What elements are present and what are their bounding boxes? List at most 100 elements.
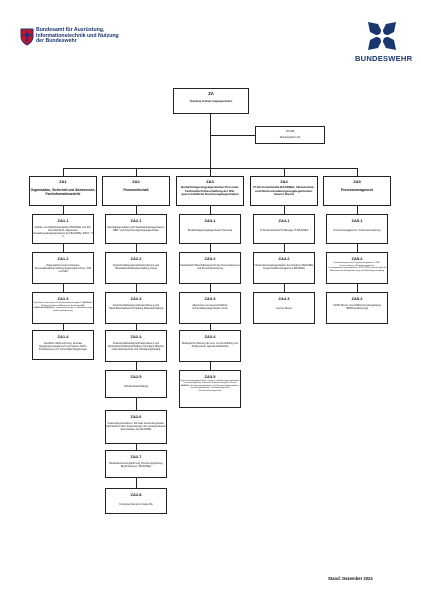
agency-logo: [20, 28, 46, 48]
division-code: ZA2: [132, 179, 140, 184]
unit-box-za3-5: ZA3.5 Datenschutzangelegenheiten, Urhebe…: [179, 370, 241, 408]
unit-text: Prozessmanagement / Prozessumsetzung: [333, 229, 381, 232]
unit-box-za3-2: ZA3.2 Fachaufsicht Beschaffungsrecht des…: [179, 252, 241, 284]
unit-box-za1-2: ZA1.2 Organisationsuntersuchungen, Perso…: [32, 252, 94, 284]
iron-cross-icon: [368, 22, 396, 50]
unit-text: Haushaltsgrundsatz und Haushaltsangelege…: [107, 226, 165, 233]
unit-code: ZA2.3: [130, 296, 142, 301]
unit-text: Haushaltsrechnungsführung, Rechnungsprüf…: [108, 462, 164, 469]
column-spine-za4: [284, 206, 285, 294]
unit-text: Fachaufsicht Beschaffungsrecht des Perso…: [180, 264, 240, 271]
unit-text: Vorhabenbuchhaltung: [123, 385, 149, 388]
unit-text: Sicherheit, Informations-Sicherheitsbeau…: [33, 302, 93, 313]
unit-box-za2-1: ZA2.1 Haushaltsgrundsatz und Haushaltsan…: [105, 214, 167, 244]
staff-code: ZA AB: [285, 129, 295, 133]
unit-box-za5-2: ZA5.2 Kompetenzzentrum Projektmanagement…: [326, 252, 388, 284]
division-title: Finanzwirtschaft: [123, 188, 149, 192]
division-box-za1: ZA1 Organisation, Sicherheit und Abwesen…: [29, 176, 97, 206]
division-box-za3: ZA3 Bedarfsträgerangelegenheiten Persona…: [176, 176, 244, 206]
unit-code: ZA1.3: [57, 296, 69, 301]
unit-box-za5-1: ZA5.1 Prozessmanagement / Prozessumsetzu…: [326, 214, 388, 244]
connector-staff-horizontal: [210, 135, 255, 136]
unit-code: ZA3.4: [204, 334, 216, 339]
staff-box-za-ab: ZA AB Abteilungsbüro ZA: [255, 126, 325, 144]
unit-box-za2-5: ZA2.5 Vorhabenbuchhaltung: [105, 370, 167, 398]
unit-box-za3-1: ZA3.1 Bedarfsträgerangelegenheiten Perso…: [179, 214, 241, 244]
unit-box-za1-3: ZA1.3 Sicherheit, Informations-Sicherhei…: [32, 292, 94, 324]
unit-text: Allgemeine und querschnittliche Personal…: [192, 304, 228, 311]
unit-text: Innerer Dienst: [276, 307, 292, 310]
unit-code: ZA1.4: [57, 334, 69, 339]
unit-box-za2-7: ZA2.7 Haushaltsrechnungsführung, Rechnun…: [105, 450, 167, 478]
division-box-za4: ZA4 IT-Serviceleitstelle BAAINBw, Infras…: [250, 176, 318, 206]
agency-name: Bundesamt für Ausrüstung, Informationste…: [36, 27, 176, 45]
division-code: ZA1: [59, 179, 67, 184]
unit-code: ZA5.3: [351, 296, 363, 301]
bundeswehr-wordmark: BUNDESWEHR: [355, 54, 413, 63]
unit-text: Infrastrukturangelegenheiten des Dingber…: [254, 264, 314, 271]
unit-code: ZA1.2: [57, 256, 69, 261]
department-box-za: ZA Abteilung Zentrale Angelegenheiten: [173, 88, 249, 114]
division-code: ZA5: [353, 179, 361, 184]
connector-col1: [63, 168, 64, 176]
unit-box-za4-3: ZA4.3 Innerer Dienst: [253, 292, 315, 324]
unit-code: ZA2.1: [130, 218, 142, 223]
department-code: ZA: [208, 91, 214, 96]
unit-text: Finanzbedarfsanalyse/Finanzplanung und H…: [112, 264, 160, 271]
division-code: ZA3: [206, 179, 214, 184]
unit-code: ZA2.8: [130, 492, 142, 497]
unit-code: ZA2.7: [130, 454, 142, 459]
department-title: Abteilung Zentrale Angelegenheiten: [189, 100, 233, 104]
unit-box-za2-4: ZA2.4 Finanzbedarfsanalyse/Finanzplanung…: [105, 330, 167, 362]
unit-code: ZA4.1: [278, 218, 290, 223]
unit-code: ZA1.1: [57, 218, 69, 223]
unit-text: Finanzbedarfsanalyse/Finanzplanung und H…: [108, 304, 164, 311]
unit-box-za2-8: ZA2.8 Kompetenzzentrum Kasse Bw: [105, 488, 167, 514]
unit-code: ZA2.4: [130, 334, 142, 339]
unit-code: ZA3.3: [204, 296, 216, 301]
unit-box-za5-3: ZA5.3 SAPR Dienst, Geschäftsprozessbegle…: [326, 292, 388, 324]
connector-top-vertical: [210, 114, 211, 168]
connector-col3: [210, 168, 211, 176]
unit-text: IT-Serviceleitstelle/IT-Manager IT-BAAIN…: [259, 229, 309, 232]
unit-text: SAPR Dienst, Geschäftsprozessbegleitung …: [333, 304, 381, 311]
column-spine-za3: [210, 206, 211, 371]
agency-name-line-1: Bundesamt für Ausrüstung,: [36, 27, 105, 33]
unit-text: Aufbau- und Ablauforganisation BAAINBw u…: [33, 226, 93, 239]
unit-code: ZA5.2: [351, 256, 363, 261]
unit-box-za3-4: ZA3.4 Strategische Planung der Aus- und …: [179, 330, 241, 362]
unit-code: ZA3.5: [204, 374, 216, 379]
unit-code: ZA2.6: [130, 414, 142, 419]
unit-code: ZA2.5: [130, 374, 142, 379]
unit-box-za3-3: ZA3.3 Allgemeine und querschnittliche Pe…: [179, 292, 241, 324]
division-title: Organisation, Sicherheit und Abwesensen,…: [30, 188, 96, 197]
unit-text: Kompetenzzentrum Kasse Bw: [119, 503, 153, 506]
agency-name-line-2: Informationstechnik und Nutzung: [36, 32, 119, 39]
unit-box-za1-4: ZA1.4 Fachliche Wahrnehmung, Zentrale Re…: [32, 330, 94, 360]
unit-code: ZA4.2: [278, 256, 290, 261]
agency-emblem-icon: [20, 28, 34, 46]
unit-box-za2-2: ZA2.2 Finanzbedarfsanalyse/Finanzplanung…: [105, 252, 167, 284]
stand-date: Stand: Dezember 2024: [328, 576, 373, 581]
division-title: Prozessmanagement: [341, 188, 373, 192]
division-title: IT-Serviceleitstelle BAAINBw, Infrastruk…: [253, 185, 315, 197]
connector-col2: [136, 168, 137, 176]
unit-box-za4-1: ZA4.1 IT-Serviceleitstelle/IT-Manager IT…: [253, 214, 315, 244]
unit-text: Zuwendungsverfahren, Zentrale Zuwendungs…: [106, 422, 166, 432]
agency-name-line-3: der Bundeswehr: [36, 38, 77, 45]
unit-box-za1-1: ZA1.1 Aufbau- und Ablauforganisation BAA…: [32, 214, 94, 244]
bundeswehr-logo: BUNDESWEHR: [355, 20, 413, 64]
unit-text: Finanzbedarfsanalyse/Finanzplanung und H…: [107, 342, 165, 352]
unit-box-za2-3: ZA2.3 Finanzbedarfsanalyse/Finanzplanung…: [105, 292, 167, 324]
unit-text: Strategische Planung der Aus- und Fortbi…: [181, 342, 239, 349]
division-box-za5: ZA5 Prozessmanagement: [323, 176, 391, 206]
unit-box-za4-2: ZA4.2 Infrastrukturangelegenheiten des D…: [253, 252, 315, 284]
unit-code: ZA5.1: [351, 218, 363, 223]
unit-code: ZA2.2: [130, 256, 142, 261]
staff-title: Abteilungsbüro ZA: [279, 136, 301, 140]
unit-text: Fachliche Wahrnehmung, Zentrale Regelung…: [38, 342, 88, 352]
division-box-za2: ZA2 Finanzwirtschaft: [102, 176, 170, 206]
unit-code: ZA3.2: [204, 256, 216, 261]
connector-col4: [284, 168, 285, 176]
unit-code: ZA4.3: [278, 296, 290, 301]
